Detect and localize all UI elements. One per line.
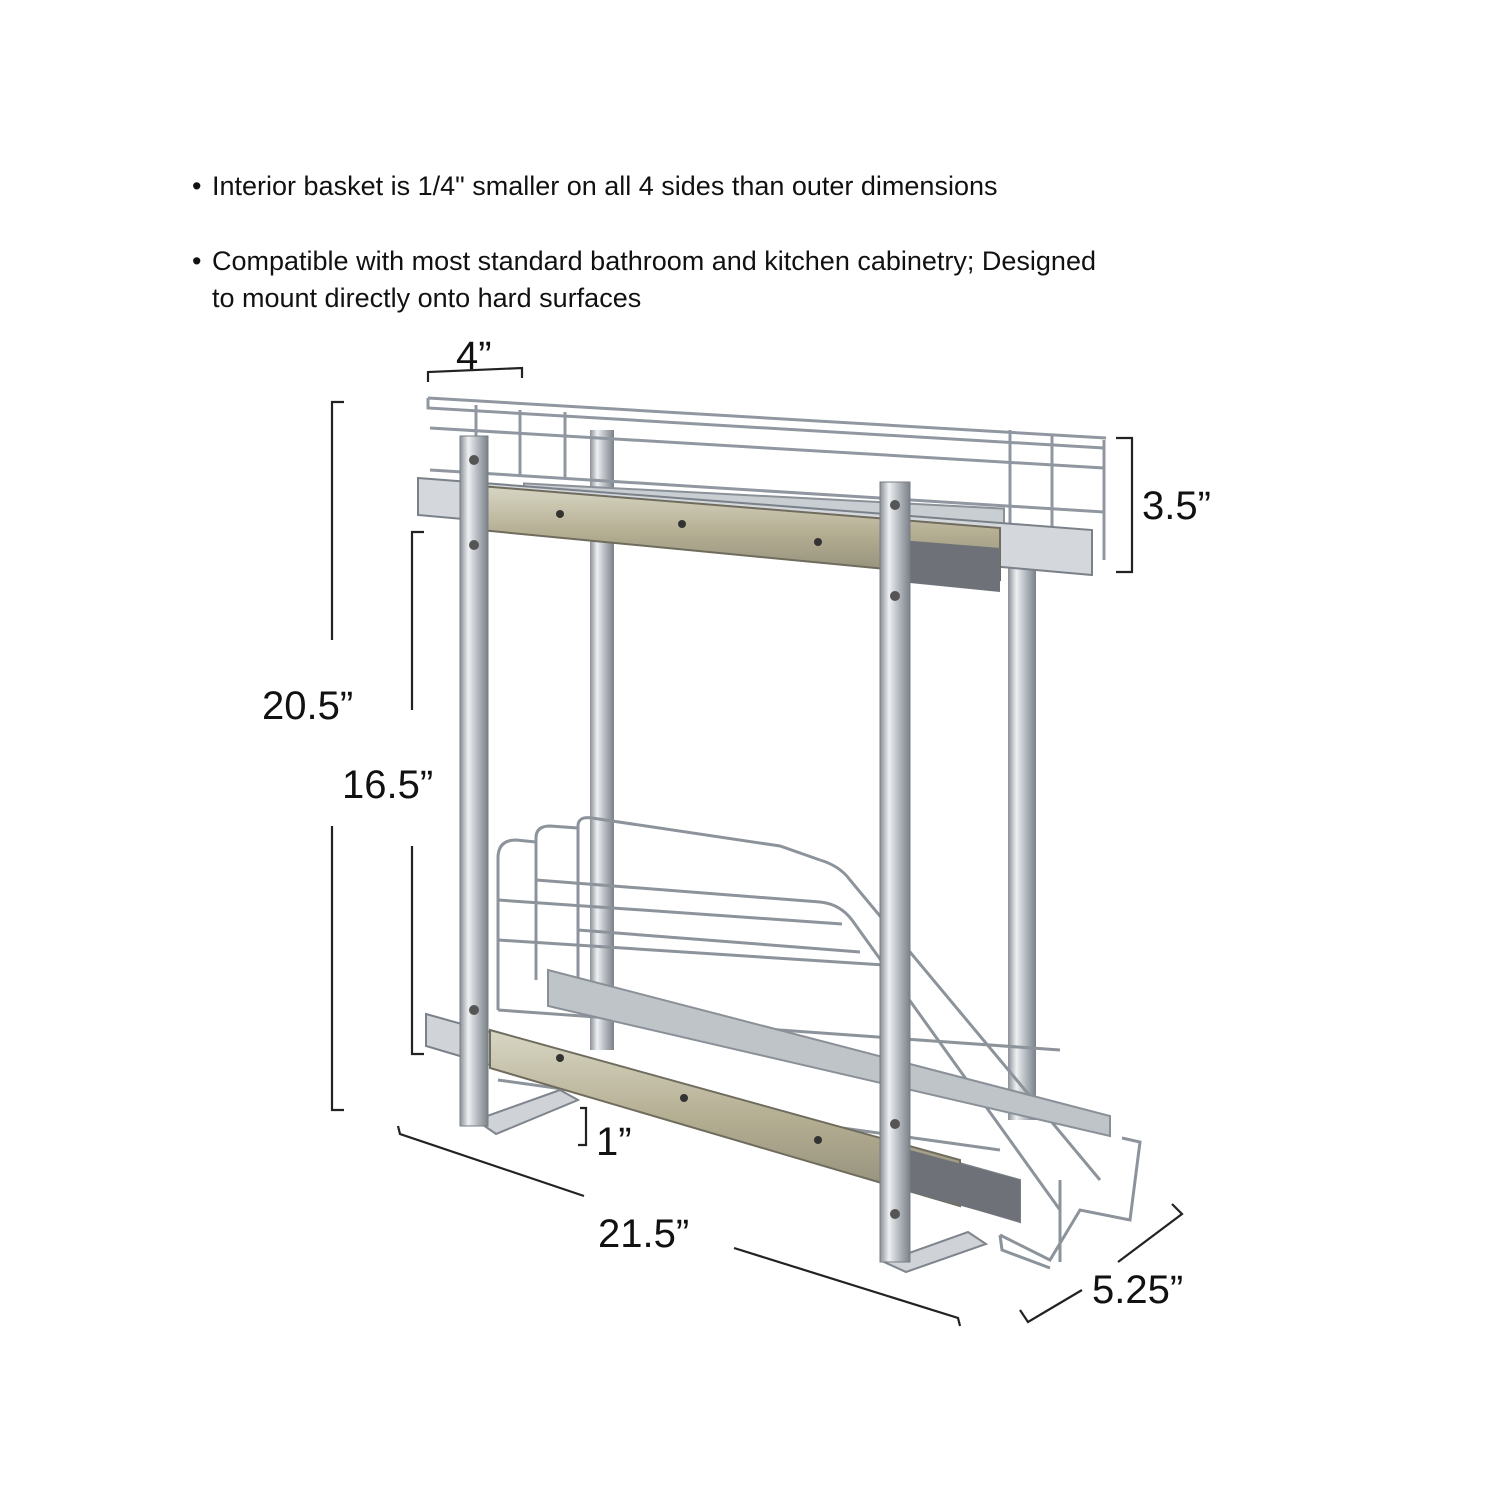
dim-label-base-clearance: 1” [596,1120,632,1164]
feature-bullet-basket: • Interior basket is 1/4" smaller on all … [192,168,1312,205]
bottom-basket [496,816,1142,1270]
top-slide [417,476,1093,592]
dim-inner-height-top [410,530,424,710]
feature-bullet-compatibility: • Compatible with most standard bathroom … [192,243,1312,317]
dim-basket-height-line [1116,436,1134,574]
dim-label-inner-height: 16.5” [342,763,434,807]
dim-label-basket-width: 4” [456,334,492,378]
feature-list: • Interior basket is 1/4" smaller on all … [192,168,1312,355]
dim-label-depth: 21.5” [598,1212,690,1256]
dim-base-clearance-line [578,1106,588,1147]
dim-label-basket-height: 3.5” [1142,484,1211,528]
dim-total-height-bottom [330,826,344,1112]
dim-basket-width-line [426,366,524,382]
dim-total-height-top [330,400,344,640]
dimension-lines [330,366,1184,1327]
dim-label-width: 5.25” [1092,1268,1184,1312]
dim-inner-height-bottom [410,846,424,1056]
feature-text: Compatible with most standard bathroom a… [212,246,1096,313]
bottom-slide [425,1012,1021,1274]
dim-width-left [1019,1289,1083,1324]
feature-text: Interior basket is 1/4" smaller on all 4… [212,171,998,201]
dim-label-total-height: 20.5” [262,684,354,728]
front-frame [459,435,911,1263]
bullet-marker: • [192,246,202,276]
dim-depth-left [396,1125,585,1198]
dim-width-right [1117,1203,1184,1263]
dim-depth-right [733,1246,962,1327]
bullet-marker: • [192,171,202,201]
